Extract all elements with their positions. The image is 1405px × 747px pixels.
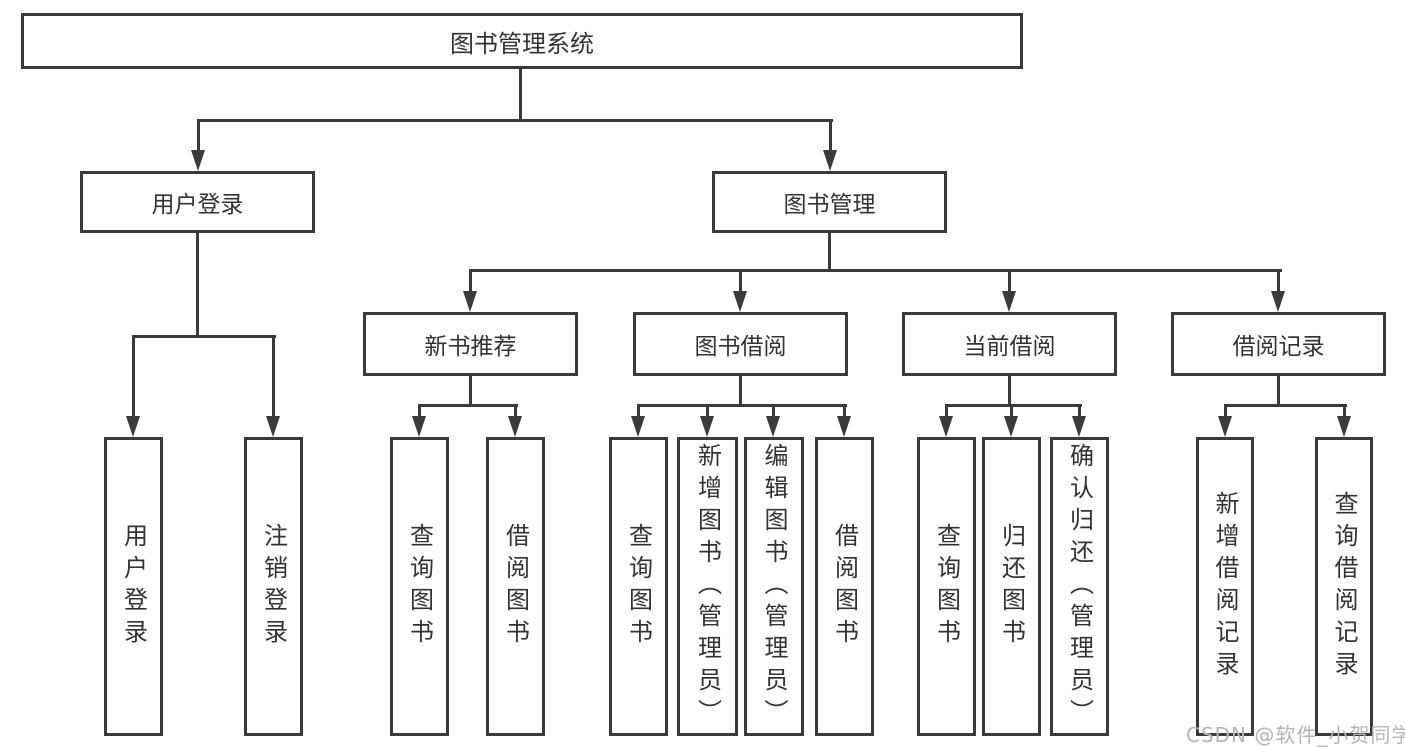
leaf-query-books-borrowing: 查询图书 <box>609 437 668 736</box>
leaf-user-login: 用户登录 <box>104 437 163 736</box>
leaf-return-books: 归还图书 <box>982 437 1041 736</box>
leaf-borrow-books-recommend: 借阅图书 <box>486 437 545 736</box>
connector-new-book-stem <box>469 376 472 406</box>
connector-stem <box>514 404 517 418</box>
connector-new-book-branch <box>418 404 518 407</box>
arrowhead <box>766 416 780 437</box>
node-user-login: 用户登录 <box>80 171 315 233</box>
connector-to-leaf-user-login <box>132 335 135 418</box>
arrowhead <box>412 416 426 437</box>
arrowhead-leaf-user-login <box>126 416 140 437</box>
arrowhead-user-login <box>191 150 205 171</box>
arrowhead-current-borrowing <box>1002 291 1016 312</box>
connector-level2-branch <box>197 119 833 122</box>
connector-book-borrowing-stem <box>739 376 742 406</box>
arrowhead <box>508 416 522 437</box>
leaf-add-borrow-record-label: 新增借阅记录 <box>1211 490 1239 683</box>
arrowhead <box>837 416 851 437</box>
connector-to-current-borrowing <box>1008 269 1011 293</box>
leaf-logout-login-label: 注销登录 <box>259 522 288 651</box>
node-book-borrowing: 图书借阅 <box>633 312 848 376</box>
leaf-confirm-return-admin: 确认归还（管理员） <box>1050 437 1109 736</box>
connector-stem <box>706 404 709 418</box>
connector-stem <box>1010 404 1013 418</box>
node-book-management: 图书管理 <box>712 171 947 233</box>
connector-stem <box>1078 404 1081 418</box>
arrowhead <box>1218 416 1232 437</box>
arrowhead-book-borrowing <box>733 291 747 312</box>
leaf-query-borrow-record-label: 查询借阅记录 <box>1330 490 1358 683</box>
node-new-book-recommendation: 新书推荐 <box>363 312 578 376</box>
leaf-confirm-return-admin-label: 确认归还（管理员） <box>1065 442 1094 731</box>
connector-borrowing-records-stem <box>1277 376 1280 406</box>
leaf-query-borrow-record: 查询借阅记录 <box>1315 437 1373 736</box>
arrowhead-book-management <box>823 150 837 171</box>
connector-user-login-branch <box>132 335 276 338</box>
connector-stem <box>1224 404 1227 418</box>
connector-stem <box>418 404 421 418</box>
connector-to-book-management <box>829 119 832 152</box>
connector-to-leaf-logout <box>272 335 275 418</box>
connector-to-borrowing-records <box>1277 269 1280 293</box>
connector-stem <box>843 404 846 418</box>
leaf-query-books-recommend-label: 查询图书 <box>405 522 434 651</box>
leaf-add-books-admin: 新增图书（管理员） <box>677 437 738 736</box>
leaf-borrow-books-recommend-label: 借阅图书 <box>501 522 530 651</box>
node-current-borrowing: 当前借阅 <box>902 312 1117 376</box>
connector-user-login-stem <box>196 233 199 337</box>
node-borrowing-records: 借阅记录 <box>1171 312 1386 376</box>
arrowhead-leaf-logout <box>266 416 280 437</box>
leaf-add-books-admin-label: 新增图书（管理员） <box>693 442 722 731</box>
connector-root-stem <box>519 68 522 122</box>
arrowhead-new-book <box>463 291 477 312</box>
leaf-edit-books-admin: 编辑图书（管理员） <box>744 437 804 736</box>
arrowhead-borrowing-records <box>1271 291 1285 312</box>
arrowhead <box>1004 416 1018 437</box>
connector-book-borrowing-branch <box>637 404 847 407</box>
leaf-add-borrow-record: 新增借阅记录 <box>1196 437 1254 736</box>
leaf-borrow-books-borrowing-label: 借阅图书 <box>830 522 859 651</box>
connector-level3-branch <box>469 269 1282 272</box>
node-library-management-system: 图书管理系统 <box>21 13 1023 69</box>
connector-stem <box>1343 404 1346 418</box>
arrowhead <box>631 416 645 437</box>
arrowhead <box>700 416 714 437</box>
connector-book-management-stem <box>828 233 831 272</box>
connector-current-borrowing-stem <box>1008 376 1011 406</box>
leaf-query-books-current: 查询图书 <box>917 437 976 736</box>
arrowhead <box>1072 416 1086 437</box>
leaf-query-books-borrowing-label: 查询图书 <box>624 522 653 651</box>
leaf-user-login-label: 用户登录 <box>119 522 148 651</box>
leaf-logout-login: 注销登录 <box>244 437 303 736</box>
connector-stem <box>945 404 948 418</box>
connector-to-user-login <box>197 119 200 152</box>
connector-stem <box>772 404 775 418</box>
connector-current-borrowing-branch <box>945 404 1082 407</box>
connector-to-book-borrowing <box>739 269 742 293</box>
leaf-borrow-books-borrowing: 借阅图书 <box>815 437 874 736</box>
leaf-return-books-label: 归还图书 <box>997 522 1026 651</box>
connector-to-new-book <box>469 269 472 293</box>
leaf-edit-books-admin-label: 编辑图书（管理员） <box>760 442 788 731</box>
connector-stem <box>637 404 640 418</box>
connector-borrowing-records-branch <box>1224 404 1347 407</box>
watermark-text: CSDN @软件_小贺同学 <box>1186 723 1405 747</box>
leaf-query-books-current-label: 查询图书 <box>932 522 961 651</box>
leaf-query-books-recommend: 查询图书 <box>390 437 449 736</box>
arrowhead <box>939 416 953 437</box>
arrowhead <box>1337 416 1351 437</box>
